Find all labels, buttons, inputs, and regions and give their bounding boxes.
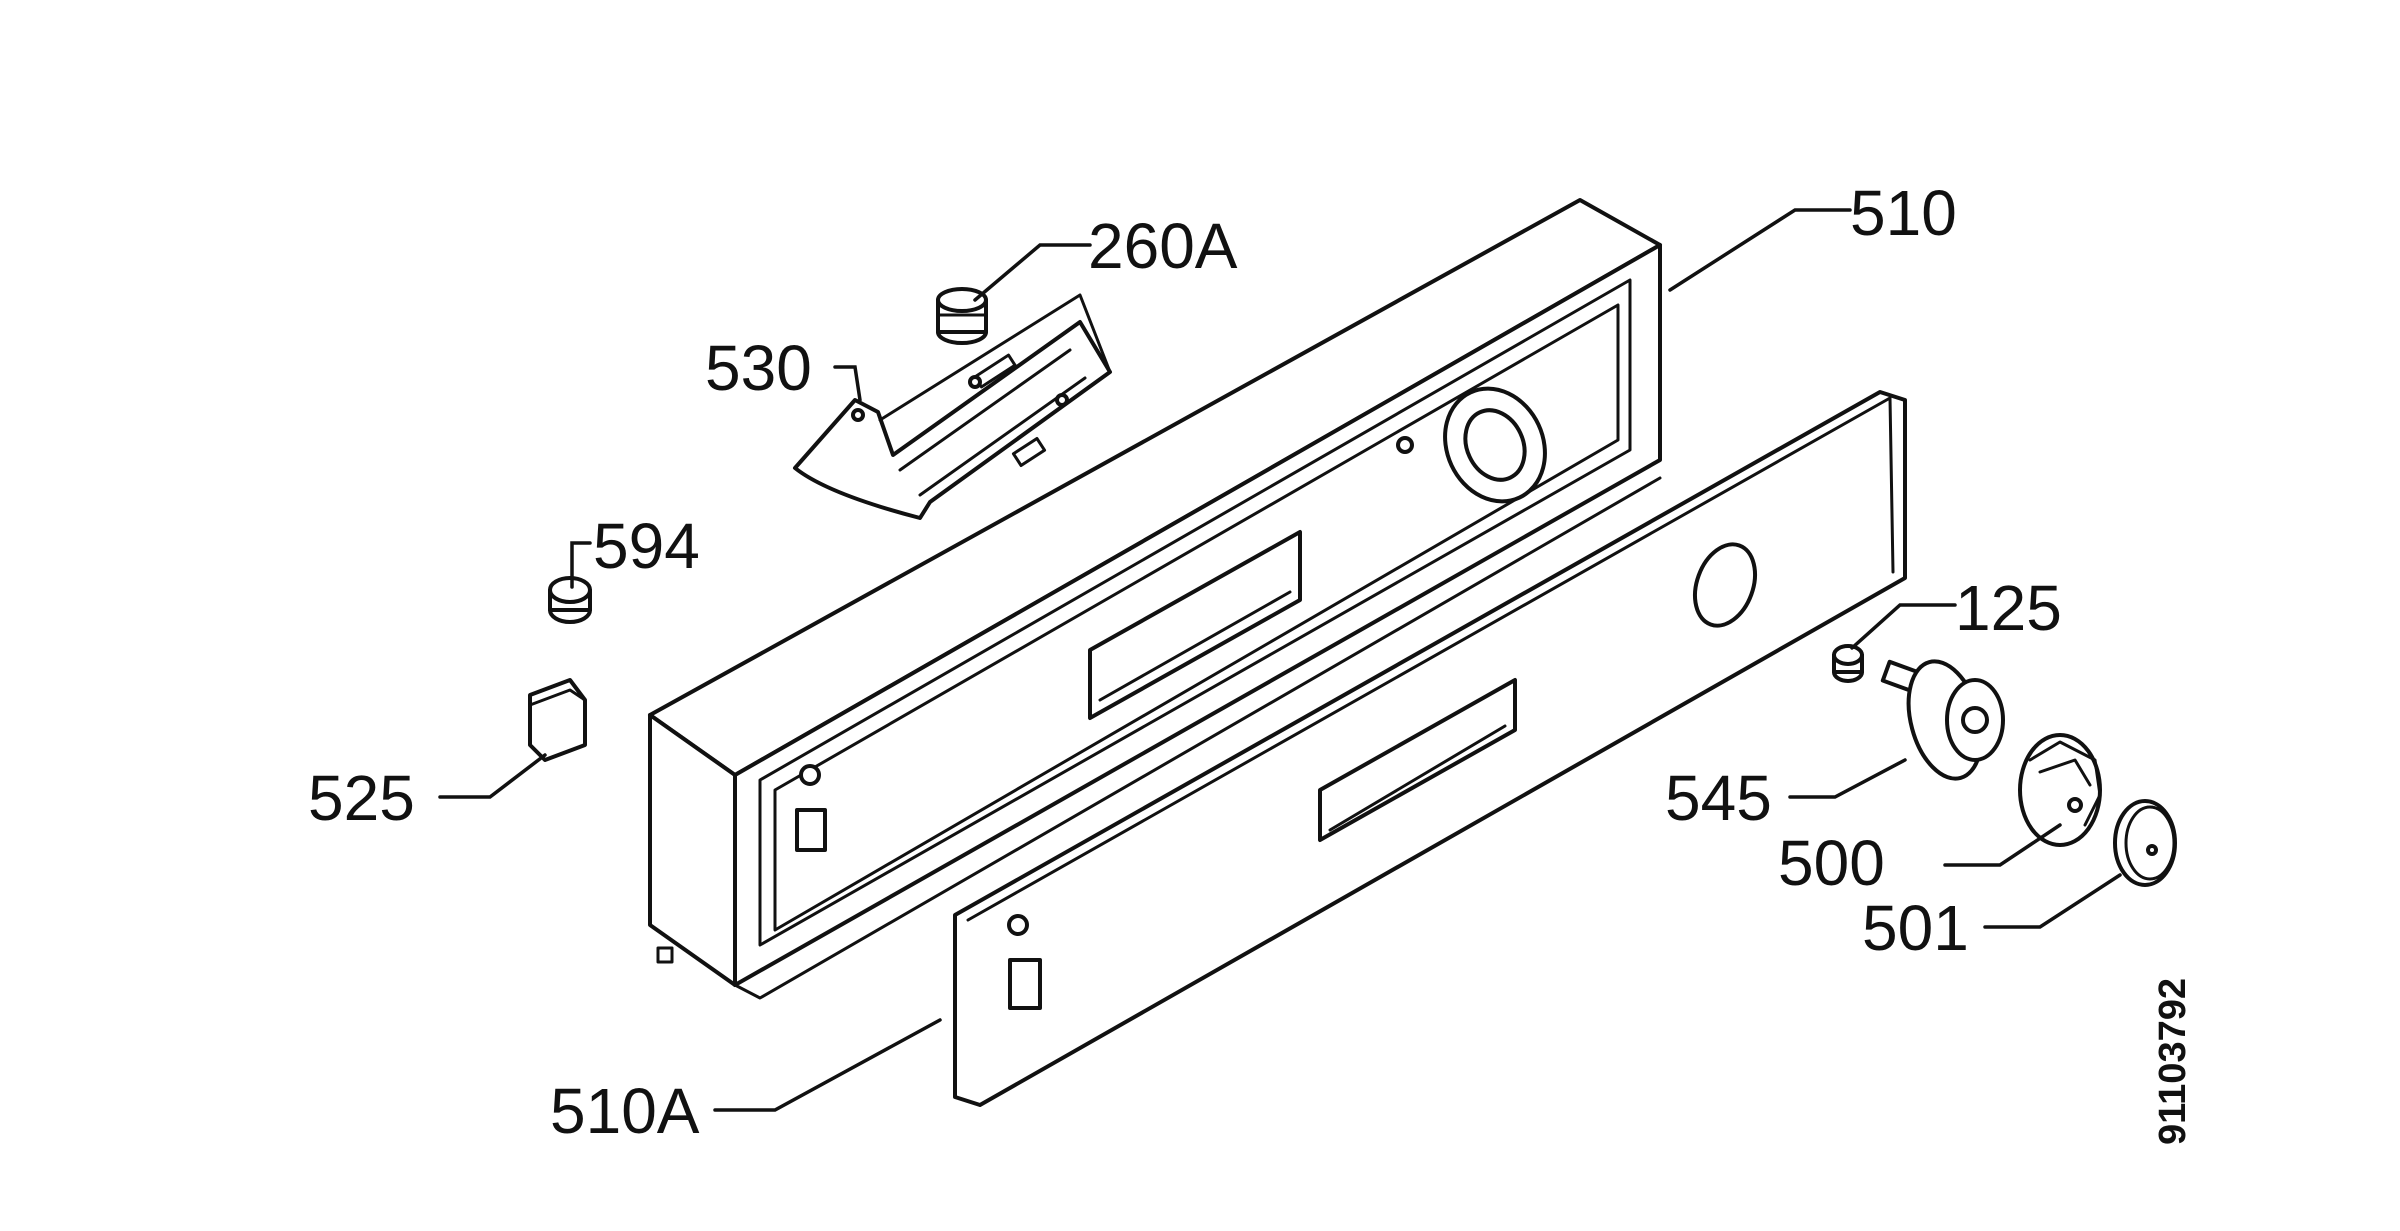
leader-lines: [438, 208, 2122, 1112]
part-500-knob-body: [2018, 733, 2102, 847]
callout-594: 594: [593, 510, 700, 582]
leader-500: [1943, 823, 2062, 867]
leader-530: [833, 365, 862, 402]
leader-525: [438, 753, 547, 799]
part-260a-bushing: [936, 287, 988, 345]
part-545-knob-spindle: [1880, 659, 2005, 781]
callout-510: 510: [1850, 177, 1957, 249]
part-501-knob-cap: [2113, 799, 2177, 887]
leader-545: [1788, 758, 1907, 799]
callout-545: 545: [1665, 762, 1772, 834]
part-530-switch-bracket: [793, 293, 1112, 520]
leader-501: [1983, 873, 2122, 929]
callout-530: 530: [705, 332, 812, 404]
part-525-push-button: [528, 678, 587, 762]
callout-525: 525: [308, 762, 415, 834]
leader-125: [1850, 603, 1957, 650]
callout-510a: 510A: [550, 1075, 700, 1147]
part-510-control-panel-housing: [648, 198, 1662, 1000]
part-510a-front-fascia-plate: [953, 390, 1907, 1107]
callout-125: 125: [1955, 572, 2062, 644]
leader-510: [1668, 208, 1852, 292]
leader-260a: [973, 243, 1092, 302]
callout-500: 500: [1778, 827, 1885, 899]
part-125-bushing: [1832, 644, 1864, 683]
callout-501: 501: [1862, 892, 1969, 964]
leader-510a: [713, 1018, 942, 1112]
callout-260a: 260A: [1088, 210, 1238, 282]
part-594-cap: [548, 576, 592, 624]
callout-labels: 260A 510 530 594 525 125 545 500 501 510…: [308, 177, 2062, 1147]
leader-594: [570, 541, 592, 589]
document-number: 91103792: [2152, 978, 2194, 1145]
